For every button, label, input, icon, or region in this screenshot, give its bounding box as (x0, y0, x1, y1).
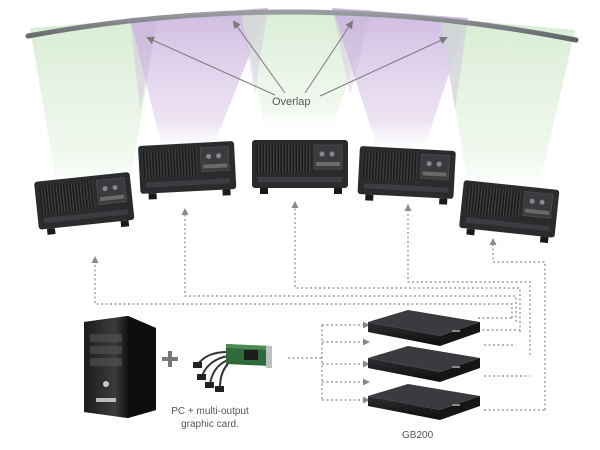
light-beams (30, 8, 575, 205)
line-to-projector-3 (291, 201, 521, 332)
projector-5 (459, 180, 560, 244)
pc-label: PC + multi-output graphic card. (150, 405, 270, 431)
line-to-projector-4 (404, 204, 531, 355)
curved-screen (25, 9, 579, 43)
beam-1 (30, 18, 158, 205)
line-to-projector-5 (489, 238, 546, 410)
pc-label-line-2: graphic card. (181, 419, 239, 430)
gb200-unit-2 (368, 346, 480, 382)
graphic-card (193, 344, 272, 392)
pc-tower (84, 316, 156, 418)
gb200-units (368, 310, 480, 420)
beam-5 (440, 18, 575, 205)
projector-1 (34, 172, 135, 235)
projectors (34, 140, 560, 244)
gb200-unit-1 (368, 310, 480, 346)
overlap-label: Overlap (272, 96, 311, 108)
projector-4 (357, 146, 456, 205)
beam-2 (130, 8, 268, 160)
gb200-unit-3 (368, 384, 480, 420)
line-to-projector-1 (91, 256, 513, 318)
projector-2 (138, 141, 237, 200)
gb200-label: GB200 (402, 430, 434, 441)
projector-3 (252, 140, 348, 194)
beam-4 (332, 8, 468, 160)
overlap-arrows (146, 20, 448, 97)
plus-icon (162, 351, 178, 367)
pc-label-line-1: PC + multi-output (171, 406, 249, 417)
signal-lines (91, 201, 546, 411)
